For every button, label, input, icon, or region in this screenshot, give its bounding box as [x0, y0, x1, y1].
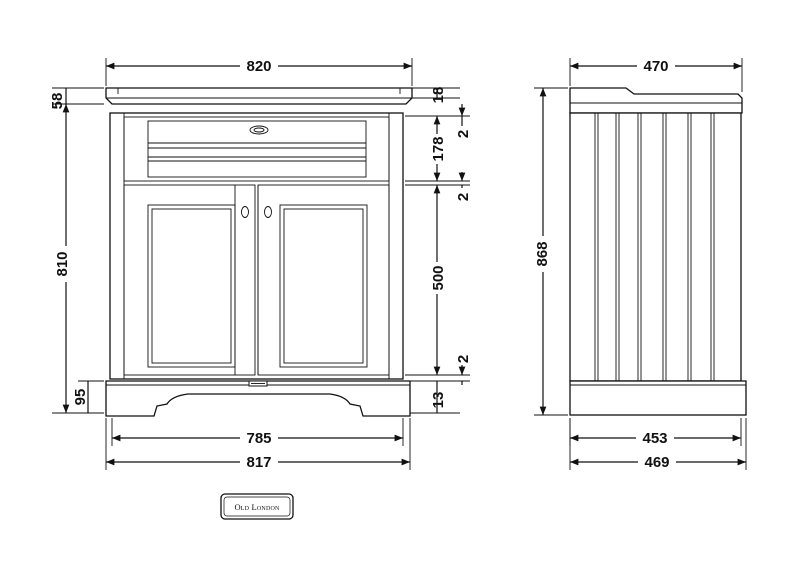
dim-inner-width: 785 [246, 430, 271, 447]
dim-top-gap: 18 [430, 87, 447, 104]
left-door [123, 184, 256, 376]
dim-gap-middle: 2 [455, 193, 472, 201]
brand-logo-text: Old London [234, 502, 280, 512]
dim-base-depth: 469 [644, 454, 669, 471]
dim-base-width: 817 [246, 454, 271, 471]
side-panel [569, 112, 742, 382]
brand-logo: Old London [220, 493, 294, 520]
cabinet-body [109, 112, 404, 380]
dim-top-thickness: 58 [49, 93, 66, 110]
dim-inner-depth: 453 [642, 430, 667, 447]
plinth [105, 380, 411, 417]
drawer-front [123, 116, 390, 182]
side-countertop [569, 87, 743, 114]
dim-plinth-gap: 13 [430, 392, 447, 409]
right-door-knob [264, 206, 272, 218]
dim-body-height: 810 [54, 251, 71, 276]
dim-door-height: 500 [430, 265, 447, 290]
dim-overall-height: 868 [534, 241, 551, 266]
countertop [105, 87, 413, 105]
front-dimensions: 820 58 810 95 18 178 500 [49, 57, 472, 471]
dim-top-depth: 470 [643, 58, 668, 75]
dim-drawer-height: 178 [430, 136, 447, 161]
dim-overall-width: 820 [246, 58, 271, 75]
side-view [569, 87, 747, 416]
dim-plinth-height: 95 [72, 389, 89, 406]
left-door-knob [241, 206, 249, 218]
front-view [105, 87, 413, 417]
dim-gap-lower: 2 [455, 355, 472, 363]
side-dimensions: 470 868 453 469 [533, 57, 747, 471]
side-plinth [569, 380, 747, 416]
dim-gap-upper: 2 [455, 130, 472, 138]
basin-waste-hole [249, 125, 269, 135]
